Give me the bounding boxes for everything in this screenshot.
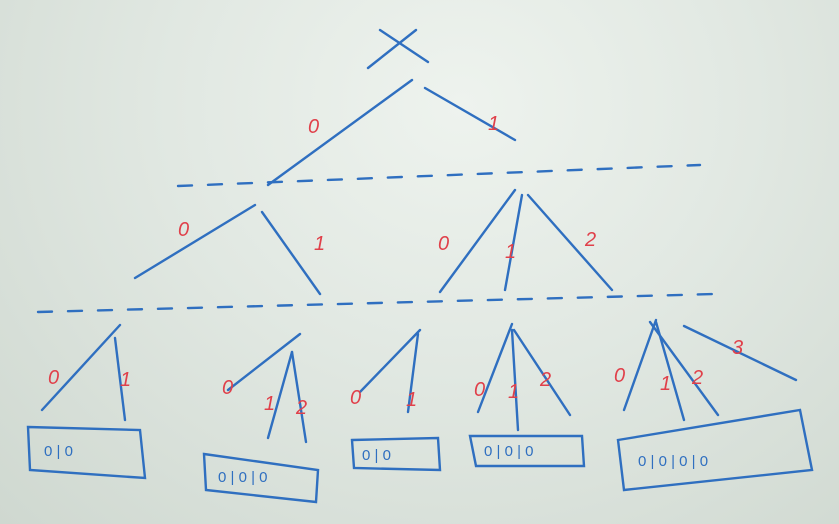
label-g2-0: 0 xyxy=(222,377,233,399)
dashed-level-2 xyxy=(36,292,718,314)
label-g1-0: 0 xyxy=(48,367,59,389)
label-root-1: 1 xyxy=(488,113,499,135)
label-l2-left-0: 0 xyxy=(178,219,189,241)
dashed-level-1 xyxy=(176,163,702,188)
edge-l2-right-2 xyxy=(526,193,614,292)
edge-g2-2 xyxy=(290,350,308,444)
label-l2-right-0: 0 xyxy=(438,233,449,255)
edge-l2-left-0 xyxy=(133,203,257,280)
edge-g2-0 xyxy=(226,332,302,392)
label-g4-0: 0 xyxy=(474,379,485,401)
label-l2-right-1: 1 xyxy=(505,241,516,263)
label-g4-2: 2 xyxy=(539,369,551,391)
leaf-box-5: 0 | 0 | 0 | 0 xyxy=(616,408,814,492)
label-g5-3: 3 xyxy=(732,337,743,359)
label-g5-2: 2 xyxy=(691,367,703,389)
edge-l2-right-0 xyxy=(438,188,517,294)
edge-g5-3 xyxy=(682,324,798,382)
edge-g3-1 xyxy=(406,332,420,414)
edge-g4-2 xyxy=(512,328,572,417)
label-l2-right-2: 2 xyxy=(584,229,596,251)
label-g5-0: 0 xyxy=(614,365,625,387)
label-root-0: 0 xyxy=(308,116,319,138)
leaf-box-2: 0 | 0 | 0 xyxy=(202,452,320,504)
leaf-box-5-values: 0 | 0 | 0 | 0 xyxy=(638,453,708,470)
leaf-box-1-values: 0 | 0 xyxy=(44,443,73,460)
label-g3-1: 1 xyxy=(406,389,417,411)
edge-g1-0 xyxy=(40,323,122,412)
label-g3-0: 0 xyxy=(350,387,361,409)
edge-g3-0 xyxy=(358,328,422,394)
edge-l2-right-1 xyxy=(503,193,524,292)
edge-root-1 xyxy=(423,86,517,142)
label-g2-2: 2 xyxy=(295,397,307,419)
label-g1-1: 1 xyxy=(120,369,131,391)
edge-g5-0 xyxy=(622,318,658,412)
edge-root-0 xyxy=(266,78,414,187)
edge-g5-2 xyxy=(648,320,720,417)
leaf-box-4: 0 | 0 | 0 xyxy=(468,434,586,468)
edge-g2-1 xyxy=(266,350,294,440)
edge-g4-1 xyxy=(510,328,520,432)
leaf-box-3: 0 | 0 xyxy=(350,436,442,472)
leaf-box-1: 0 | 0 xyxy=(26,425,147,480)
edge-g1-1 xyxy=(113,336,127,422)
leaf-box-4-values: 0 | 0 | 0 xyxy=(484,443,534,460)
label-g4-1: 1 xyxy=(508,381,519,403)
label-l2-left-1: 1 xyxy=(314,233,325,255)
root-x-mark xyxy=(366,28,430,70)
label-g5-1: 1 xyxy=(660,373,671,395)
edge-l2-left-1 xyxy=(260,210,322,296)
leaf-box-2-values: 0 | 0 | 0 xyxy=(218,469,268,486)
label-g2-1: 1 xyxy=(264,393,275,415)
edge-g4-0 xyxy=(476,322,514,414)
leaf-box-3-values: 0 | 0 xyxy=(362,447,391,464)
